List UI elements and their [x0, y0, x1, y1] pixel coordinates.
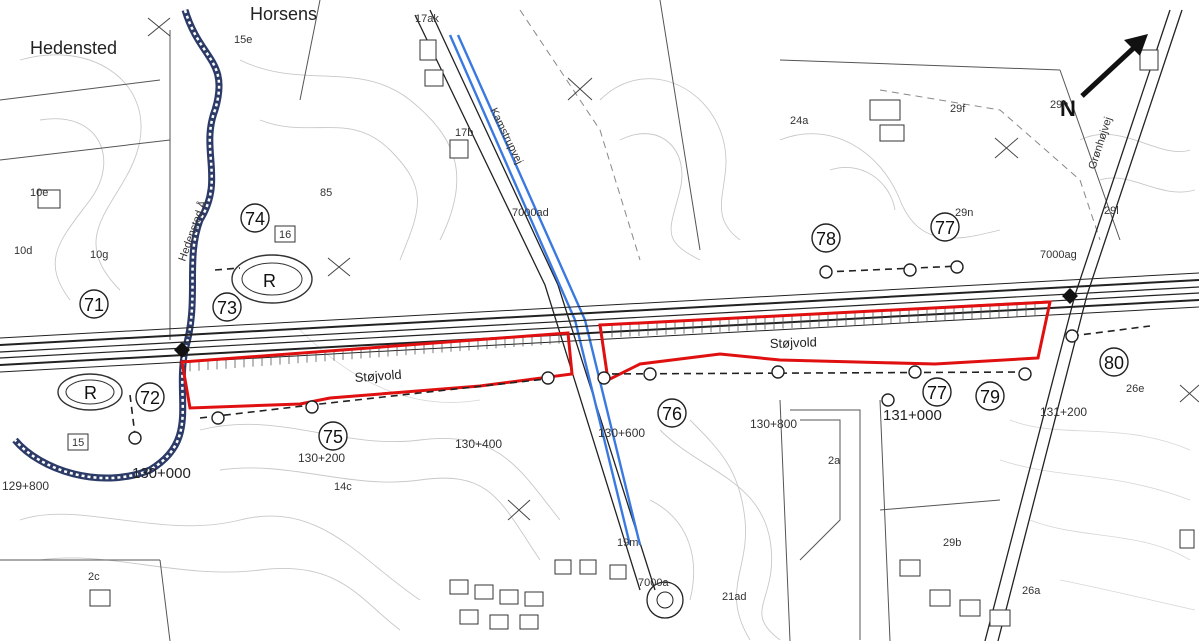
svg-text:71: 71: [84, 295, 104, 315]
marker-79: 79: [975, 381, 1005, 411]
svg-text:2c: 2c: [88, 571, 100, 583]
north-label: N: [1060, 96, 1076, 121]
marker-73: 73: [212, 292, 242, 322]
box-16: 16: [274, 225, 296, 243]
drainage-lines: [129, 265, 1151, 436]
svg-text:2a: 2a: [828, 455, 841, 467]
road-label-gronhojvej: Grønhøjvej: [1086, 115, 1114, 170]
svg-text:29b: 29b: [943, 537, 961, 549]
svg-text:73: 73: [217, 298, 237, 318]
svg-text:29l: 29l: [1104, 205, 1119, 217]
wall-label-left: Støjvold: [354, 367, 402, 385]
terrain-contours: [19, 54, 1196, 641]
station-130-000: 130+000: [132, 465, 191, 482]
station-130-200: 130+200: [298, 451, 345, 465]
svg-text:10g: 10g: [90, 249, 108, 261]
svg-text:14c: 14c: [334, 481, 352, 493]
svg-text:77: 77: [935, 218, 955, 238]
marker-71: 71: [79, 289, 109, 319]
marker-76: 76: [657, 398, 687, 428]
marker-72: 72: [135, 382, 165, 412]
svg-text:24a: 24a: [790, 115, 809, 127]
svg-text:80: 80: [1104, 353, 1124, 373]
svg-text:10e: 10e: [30, 187, 48, 199]
buildings: [37, 39, 1195, 630]
svg-text:77: 77: [927, 383, 947, 403]
place-horsens: Horsens: [250, 4, 317, 24]
place-hedensted: Hedensted: [30, 38, 117, 58]
svg-text:29h: 29h: [1050, 99, 1068, 111]
svg-text:7000a: 7000a: [638, 577, 669, 589]
r-symbol-label: R: [263, 271, 276, 291]
station-130-400: 130+400: [455, 437, 502, 451]
station-130-800: 130+800: [750, 417, 797, 431]
svg-text:15e: 15e: [234, 34, 252, 46]
svg-text:78: 78: [816, 229, 836, 249]
svg-text:85: 85: [320, 187, 332, 199]
station-130-600: 130+600: [598, 426, 645, 440]
wall-label-right: Støjvold: [770, 334, 817, 351]
svg-text:7000ag: 7000ag: [1040, 249, 1077, 261]
marker-75: 75: [318, 421, 348, 451]
road-label-kamstrupvej: Kamstrupvej: [487, 106, 525, 166]
station-131-200: 131+200: [1040, 405, 1087, 419]
marker-77b: 77: [922, 377, 952, 407]
noise-wall-left: [180, 331, 574, 410]
noise-wall-right: [598, 300, 1052, 383]
station-129-800: 129+800: [2, 479, 49, 493]
svg-text:16: 16: [279, 229, 291, 241]
marker-78: 78: [811, 223, 841, 253]
svg-text:29f: 29f: [950, 103, 966, 115]
svg-text:75: 75: [323, 427, 343, 447]
marker-74: 74: [240, 203, 270, 233]
motorway: [0, 272, 1199, 373]
svg-text:19m: 19m: [617, 537, 638, 549]
svg-text:74: 74: [245, 209, 265, 229]
marker-77a: 77: [930, 212, 960, 242]
svg-text:7000ad: 7000ad: [512, 207, 549, 219]
marker-80: 80: [1099, 347, 1129, 377]
blue-route: [448, 34, 642, 546]
svg-text:26e: 26e: [1126, 383, 1144, 395]
svg-text:17ak: 17ak: [415, 13, 439, 25]
flow-symbols: [128, 260, 1079, 445]
r-symbol-label: R: [84, 383, 97, 403]
svg-text:21ad: 21ad: [722, 591, 746, 603]
svg-text:10d: 10d: [14, 245, 32, 257]
river: [12, 8, 223, 482]
x-marks: [147, 17, 1199, 521]
svg-text:79: 79: [980, 387, 1000, 407]
svg-text:72: 72: [140, 388, 160, 408]
ring-symbol-1: R: [231, 254, 313, 304]
box-15: 15: [67, 433, 89, 451]
svg-text:26a: 26a: [1022, 585, 1041, 597]
svg-text:15: 15: [72, 437, 84, 449]
ring-symbol-2: R: [57, 373, 123, 411]
north-arrow: N: [1060, 34, 1148, 121]
parcel-labels: 85 10g 10e 10d 14c 15e 17b 17ak 29f 29h …: [14, 13, 1144, 603]
svg-text:17b: 17b: [455, 127, 473, 139]
svg-text:76: 76: [662, 404, 682, 424]
station-131-000: 131+000: [883, 407, 942, 424]
svg-text:29n: 29n: [955, 207, 973, 219]
parcel-lines: [0, 0, 1121, 641]
